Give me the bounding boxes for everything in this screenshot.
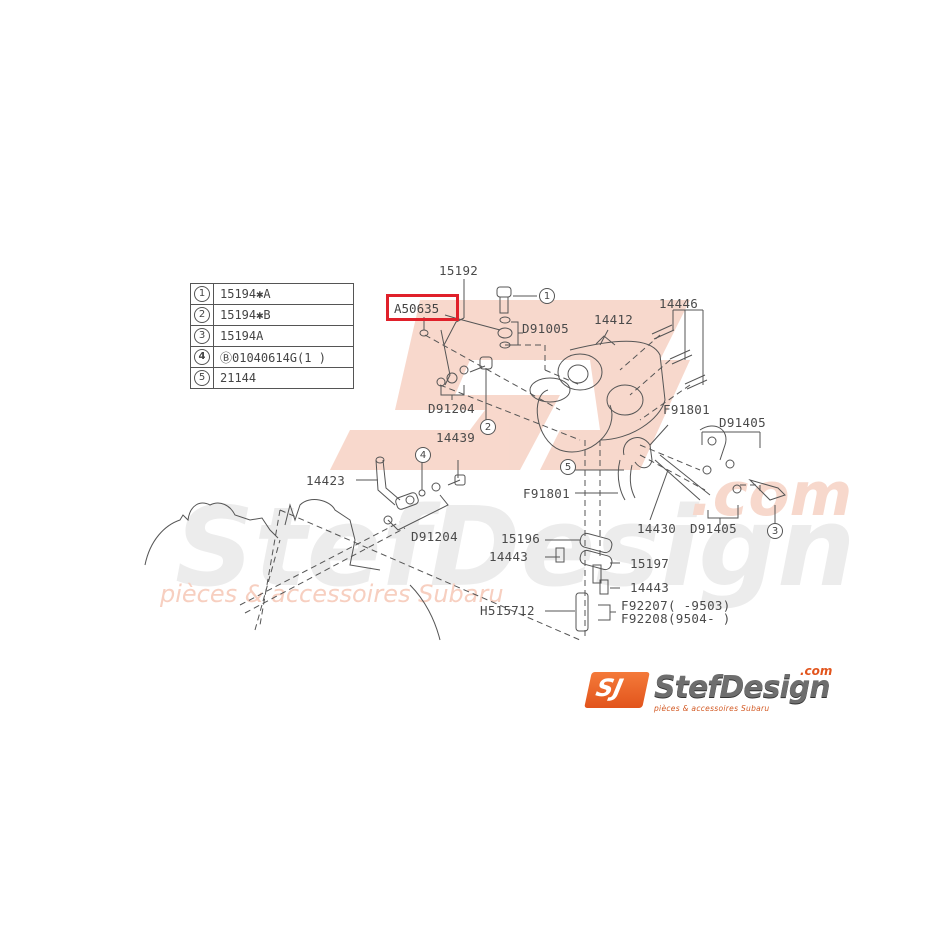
watermark-logo-shape	[330, 300, 690, 470]
legend-part: Ⓑ01040614G(1 )	[220, 350, 326, 365]
callout-3-icon: 3	[194, 328, 210, 344]
part-label-f92207[interactable]: F92207( -9503)	[621, 598, 731, 613]
part-label-d91405-top[interactable]: D91405	[719, 415, 766, 430]
legend-table: 1 15194✱A 2 15194✱B 3 15194A 4 Ⓑ01040614…	[190, 283, 354, 389]
part-label-14439[interactable]: 14439	[436, 430, 476, 445]
part-label-d91405-bottom[interactable]: D91405	[690, 521, 737, 536]
watermark-tagline: pièces & accessoires Subaru	[159, 580, 504, 608]
callout-4-icon[interactable]: 4	[415, 447, 431, 463]
part-label-15196[interactable]: 15196	[501, 531, 541, 546]
part-label-14412[interactable]: 14412	[594, 312, 634, 327]
logo-domain: .com	[800, 664, 833, 678]
part-label-14443-left[interactable]: 14443	[489, 549, 529, 564]
part-label-f91801-top[interactable]: F91801	[663, 402, 710, 417]
part-label-14446[interactable]: 14446	[659, 296, 699, 311]
sj-logo-icon: SJ	[584, 672, 650, 708]
legend-part: 15194A	[220, 329, 264, 343]
callout-2-icon: 2	[194, 307, 210, 323]
part-label-a50635: A50635	[394, 301, 440, 316]
part-label-d91005[interactable]: D91005	[522, 321, 569, 336]
part-label-d91204-bottom[interactable]: D91204	[411, 529, 458, 544]
part-label-14423[interactable]: 14423	[306, 473, 346, 488]
legend-part: 21144	[220, 371, 257, 385]
legend-row: 4 Ⓑ01040614G(1 )	[191, 347, 353, 368]
part-label-d91204-top[interactable]: D91204	[428, 401, 475, 416]
part-label-14430[interactable]: 14430	[637, 521, 677, 536]
callout-1-icon[interactable]: 1	[539, 288, 555, 304]
legend-part: 15194✱A	[220, 287, 271, 301]
legend-row: 3 15194A	[191, 326, 353, 347]
part-label-15197[interactable]: 15197	[630, 556, 670, 571]
part-label-f92208[interactable]: F92208(9504- )	[621, 611, 731, 626]
callout-5-icon: 5	[194, 370, 210, 386]
logo-tagline: pièces & accessoires Subaru	[654, 704, 770, 713]
svg-text:.com: .com	[690, 460, 852, 530]
callout-1-icon: 1	[194, 286, 210, 302]
watermark-brand-text: StefDesign	[175, 483, 855, 611]
legend-part: 15194✱B	[220, 308, 271, 322]
callout-5-icon[interactable]: 5	[560, 459, 576, 475]
part-label-f91801-mid[interactable]: F91801	[523, 486, 570, 501]
logo-brand-name: StefDesign	[654, 670, 831, 705]
legend-row: 5 21144	[191, 368, 353, 388]
part-label-14443-right[interactable]: 14443	[630, 580, 670, 595]
part-label-15192[interactable]: 15192	[439, 263, 479, 278]
callout-2-icon[interactable]: 2	[480, 419, 496, 435]
part-label-h515712[interactable]: H515712	[480, 603, 535, 618]
stefdesign-logo[interactable]: SJ StefDesign .com pièces & accessoires …	[584, 664, 848, 716]
callout-3-icon[interactable]: 3	[767, 523, 783, 539]
callout-4-icon: 4	[194, 349, 210, 365]
legend-row: 1 15194✱A	[191, 284, 353, 305]
legend-row: 2 15194✱B	[191, 305, 353, 326]
highlighted-part-box[interactable]: A50635	[386, 294, 459, 321]
